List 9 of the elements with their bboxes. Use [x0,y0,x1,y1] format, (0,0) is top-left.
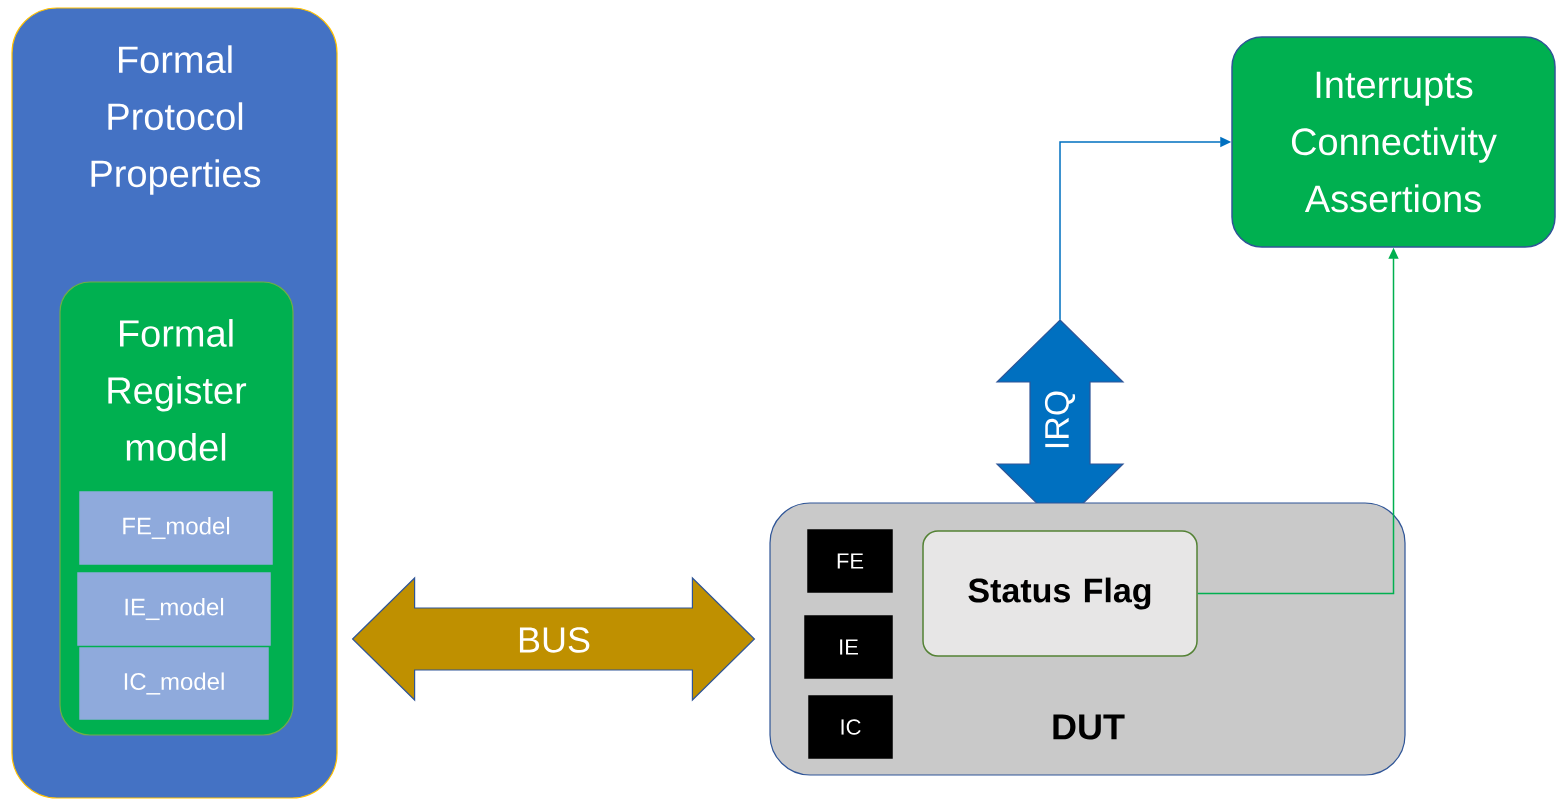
model-row: IE_model [77,572,271,646]
edge-label: BUS [515,625,593,655]
register-bit: FE [807,529,893,593]
model-row: IC_model [79,647,269,720]
register-bit: IE [804,615,893,679]
model-row: FE_model [79,491,273,565]
assertions-box: Interrupts Connectivity Assertions [1231,36,1556,248]
register-bit: IC [808,695,893,759]
status-flag-box: Status Flag [922,530,1198,657]
